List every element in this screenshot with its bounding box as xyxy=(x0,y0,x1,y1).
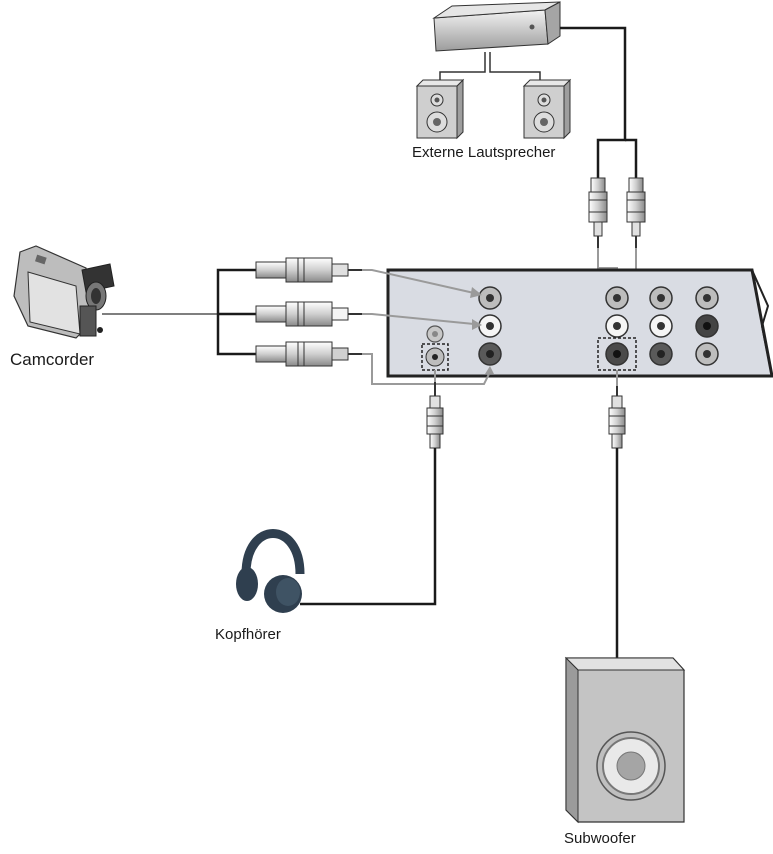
av-cable-bundle xyxy=(216,268,256,356)
rca-plug-icon xyxy=(255,257,362,283)
camcorder-icon xyxy=(13,245,115,339)
panel-jack xyxy=(649,314,673,338)
panel-jack xyxy=(426,325,444,343)
subwoofer-jack xyxy=(597,337,637,371)
rca-plug-icon xyxy=(588,177,608,248)
speaker-icon xyxy=(522,78,572,140)
panel-jack xyxy=(605,286,629,310)
rca-plug-icon xyxy=(255,341,362,367)
subwoofer-label: Subwoofer xyxy=(564,830,636,847)
headphone-jack xyxy=(421,343,449,371)
rca-plug-icon xyxy=(608,370,626,449)
panel-jack xyxy=(695,314,719,338)
headphones-icon xyxy=(236,529,305,613)
panel-jack xyxy=(649,342,673,366)
panel-jack xyxy=(605,314,629,338)
panel-jack xyxy=(695,286,719,310)
speaker-icon xyxy=(415,78,465,140)
panel-jack xyxy=(478,314,502,338)
subwoofer-icon xyxy=(564,656,686,824)
rca-plug-icon xyxy=(426,382,444,449)
speaker-cable xyxy=(560,26,638,178)
av-signal-arrows xyxy=(362,269,494,385)
amplifier-icon xyxy=(432,1,561,52)
rca-plug-icon xyxy=(626,177,646,248)
rca-plug-icon xyxy=(255,301,362,327)
panel-jack xyxy=(695,342,719,366)
headphone-cable xyxy=(300,448,437,606)
headphones-label: Kopfhörer xyxy=(215,626,281,643)
panel-jack xyxy=(478,286,502,310)
panel-jack xyxy=(478,342,502,366)
panel-jack xyxy=(649,286,673,310)
camcorder-label: Camcorder xyxy=(10,350,95,369)
amplifier-speaker-wires xyxy=(439,52,541,82)
external-speakers-label: Externe Lautsprecher xyxy=(412,144,556,161)
